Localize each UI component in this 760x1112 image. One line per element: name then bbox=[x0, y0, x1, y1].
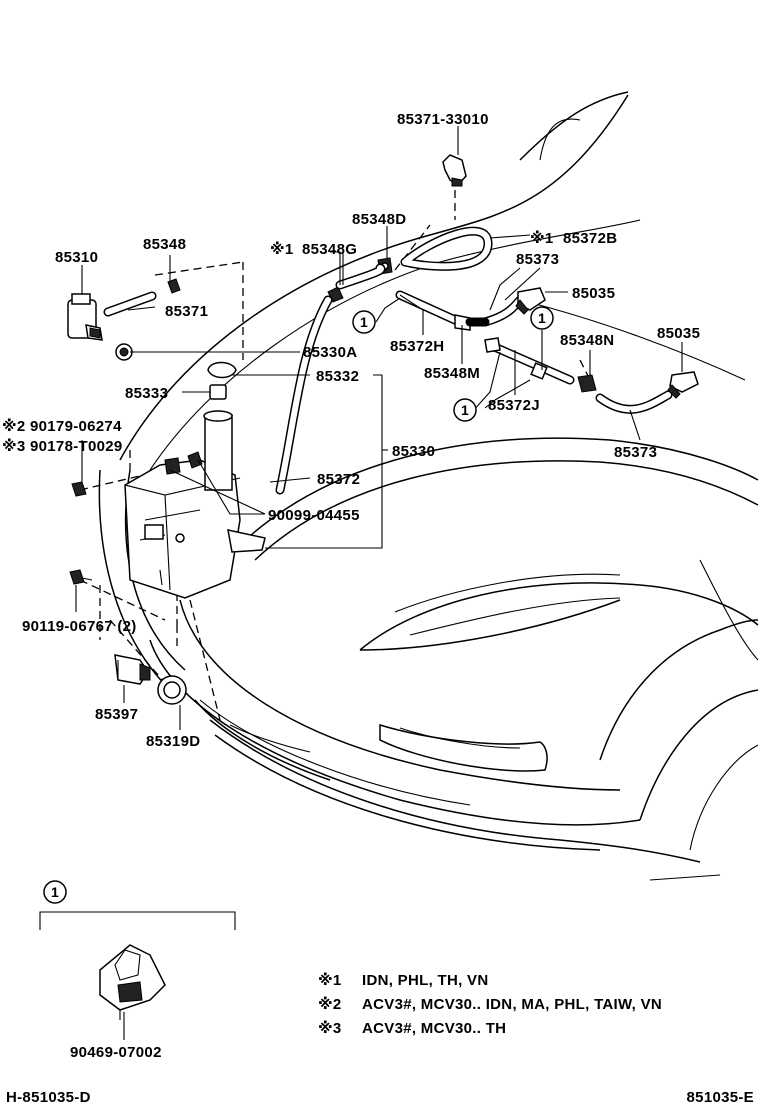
note-3-text: ACV3#, MCV30.. TH bbox=[362, 1020, 506, 1037]
note-2-text: ACV3#, MCV30.. IDN, MA, PHL, TAIW, VN bbox=[362, 996, 662, 1013]
connector-85348 bbox=[167, 278, 181, 294]
pump-85310 bbox=[67, 293, 103, 341]
label-85330: 85330 bbox=[392, 443, 435, 460]
label-85373-bottom: 85373 bbox=[614, 444, 657, 461]
note-2-mark: ※2 bbox=[318, 995, 342, 1013]
label-85348: 85348 bbox=[143, 236, 186, 253]
label-90099-04455: 90099-04455 bbox=[268, 507, 360, 524]
callout-circle-a: 1 bbox=[352, 310, 376, 334]
label-90119-06767: 90119-06767 (2) bbox=[22, 618, 137, 635]
label-85319D: 85319D bbox=[146, 733, 200, 750]
dashed-guides bbox=[79, 190, 591, 721]
label-85372B: 85372B bbox=[563, 230, 617, 247]
hose-85372B bbox=[400, 226, 493, 271]
label-90179-06274: 90179-06274 bbox=[30, 418, 122, 435]
nozzle-85035-b bbox=[667, 371, 699, 399]
label-mark-3: ※3 bbox=[2, 437, 26, 455]
label-85372J: 85372J bbox=[488, 397, 540, 414]
label-85330A: 85330A bbox=[303, 344, 357, 361]
hose-85372H bbox=[454, 314, 490, 331]
leader-lines bbox=[39, 126, 683, 1040]
cap-85332 bbox=[207, 361, 237, 379]
label-85333: 85333 bbox=[125, 385, 168, 402]
footer-left-code: H-851035-D bbox=[6, 1089, 91, 1106]
label-85348D: 85348D bbox=[352, 211, 406, 228]
connector-85348N bbox=[577, 374, 597, 393]
motor-85397 bbox=[114, 654, 151, 685]
note-1-text: IDN, PHL, TH, VN bbox=[362, 972, 488, 989]
clip-detail-90469-07002 bbox=[99, 944, 166, 1020]
bolt-90099-04455 bbox=[164, 451, 203, 475]
strainer-85333 bbox=[209, 384, 227, 400]
label-85372: 85372 bbox=[317, 471, 360, 488]
label-85372H: 85372H bbox=[390, 338, 444, 355]
svg-text:1: 1 bbox=[51, 884, 59, 900]
hose-85373-bottom bbox=[595, 390, 673, 414]
hose-85371 bbox=[103, 291, 157, 317]
label-85348M: 85348M bbox=[424, 365, 480, 382]
label-85310: 85310 bbox=[55, 249, 98, 266]
grommet-85330A bbox=[115, 343, 133, 361]
label-85373-top: 85373 bbox=[516, 251, 559, 268]
nut-90179 bbox=[71, 481, 87, 497]
svg-text:1: 1 bbox=[538, 310, 546, 326]
hose-85372J bbox=[484, 337, 575, 385]
label-mark-2: ※2 bbox=[2, 417, 26, 435]
bolt-90119-06767 bbox=[69, 569, 93, 585]
label-85348N: 85348N bbox=[560, 332, 614, 349]
label-mark-1-b: ※1 bbox=[270, 240, 294, 258]
footer-right-code: 851035-E bbox=[687, 1089, 754, 1106]
clip-85371-33010 bbox=[442, 154, 467, 187]
note-1-mark: ※1 bbox=[318, 971, 342, 989]
label-85035-b: 85035 bbox=[657, 325, 700, 342]
nozzle-85035-a bbox=[515, 287, 546, 315]
label-85348G: 85348G bbox=[302, 241, 357, 258]
label-85332: 85332 bbox=[316, 368, 359, 385]
svg-text:1: 1 bbox=[461, 402, 469, 418]
car-body-outline bbox=[98, 91, 759, 881]
notes-legend: ※1 IDN, PHL, TH, VN ※2 ACV3#, MCV30.. ID… bbox=[318, 971, 662, 1037]
label-mark-1-a: ※1 bbox=[530, 229, 554, 247]
note-3-mark: ※3 bbox=[318, 1019, 342, 1037]
washer-tank-85330 bbox=[124, 410, 266, 599]
part-labels: 85371-33010 85348D ※1 85372B ※1 85348G 8… bbox=[2, 111, 700, 1061]
label-85371: 85371 bbox=[165, 303, 208, 320]
label-90178-T0029: 90178-T0029 bbox=[30, 438, 123, 455]
callout-circle-b: 1 bbox=[530, 306, 554, 330]
svg-text:1: 1 bbox=[360, 314, 368, 330]
label-90469-07002: 90469-07002 bbox=[70, 1044, 162, 1061]
label-85397: 85397 bbox=[95, 706, 138, 723]
footer: H-851035-D 851035-E bbox=[6, 1089, 754, 1106]
grommet-85319D bbox=[157, 675, 187, 705]
label-85035-a: 85035 bbox=[572, 285, 615, 302]
label-85371-33010: 85371-33010 bbox=[397, 111, 489, 128]
callout-circle-c: 1 bbox=[453, 398, 477, 422]
hose-85372 bbox=[275, 263, 386, 495]
callout-circle-detail: 1 bbox=[43, 880, 67, 904]
